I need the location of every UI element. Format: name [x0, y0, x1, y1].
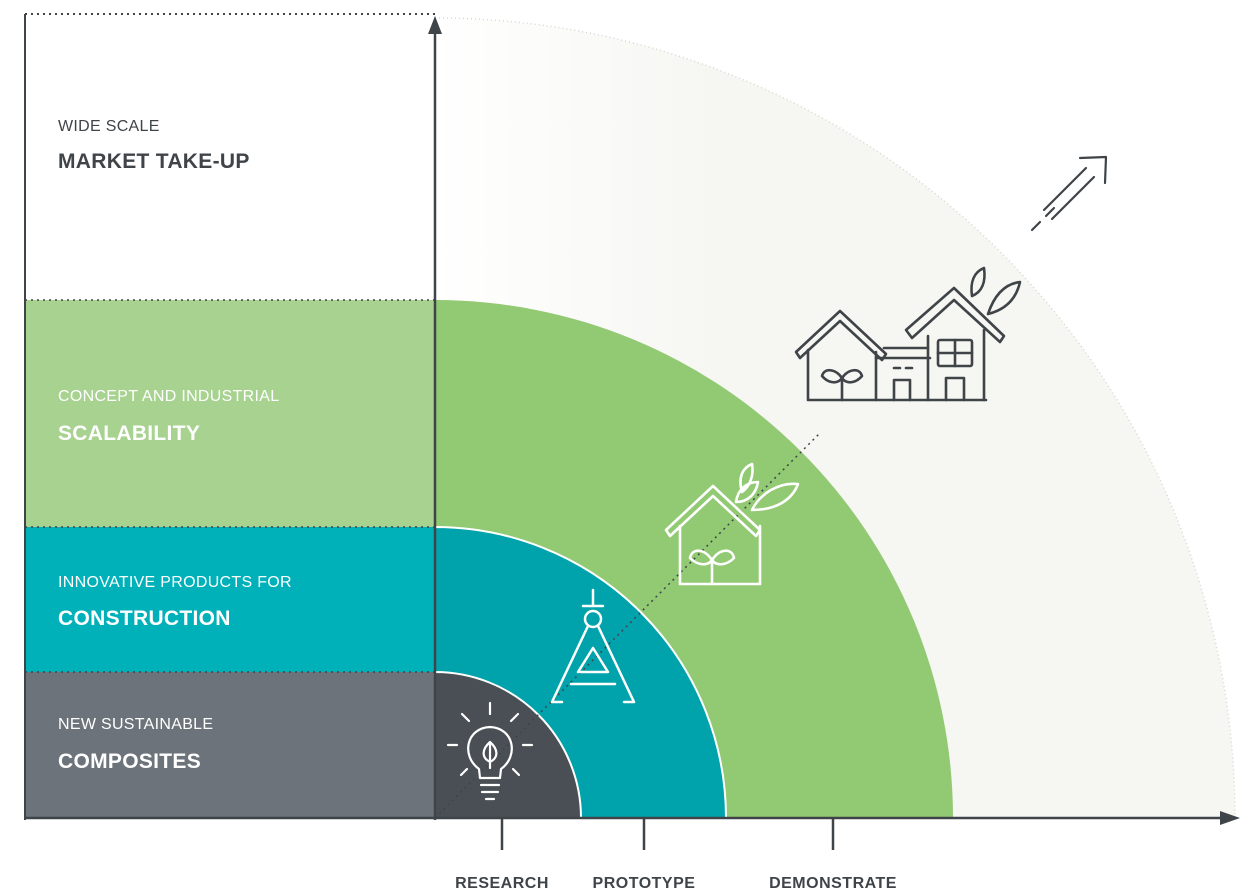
stage-label-demonstrate: DEMONSTRATE — [769, 875, 897, 892]
compass-icon — [550, 588, 636, 704]
tier-subtitle-scalability: CONCEPT AND INDUSTRIAL — [58, 388, 279, 405]
band-construction — [25, 527, 435, 672]
tier-title-composites: COMPOSITES — [58, 750, 201, 773]
tier-title-scalability: SCALABILITY — [58, 422, 200, 445]
band-composites — [25, 672, 435, 818]
tier-subtitle-market: WIDE SCALE — [58, 118, 160, 135]
tier-title-construction: CONSTRUCTION — [58, 607, 231, 630]
tier-subtitle-construction: INNOVATIVE PRODUCTS FOR — [58, 574, 292, 591]
growth-diagonal — [434, 432, 821, 819]
y-axis-arrowhead — [428, 16, 442, 34]
tier-subtitle-composites: NEW SUSTAINABLE — [58, 716, 213, 733]
growth-arrow-icon — [1030, 155, 1108, 232]
eco-village-icon — [794, 266, 1022, 402]
x-axis-arrowhead — [1220, 811, 1240, 825]
stage-label-prototype: PROTOTYPE — [593, 875, 696, 892]
band-scalability — [25, 300, 435, 527]
quarter-outer-edge — [434, 17, 1236, 819]
band-market — [25, 14, 435, 300]
eco-house-icon — [664, 462, 800, 586]
lightbulb-icon — [446, 701, 534, 801]
tier-title-market: MARKET TAKE-UP — [58, 150, 250, 173]
stage-label-research: RESEARCH — [455, 875, 549, 892]
